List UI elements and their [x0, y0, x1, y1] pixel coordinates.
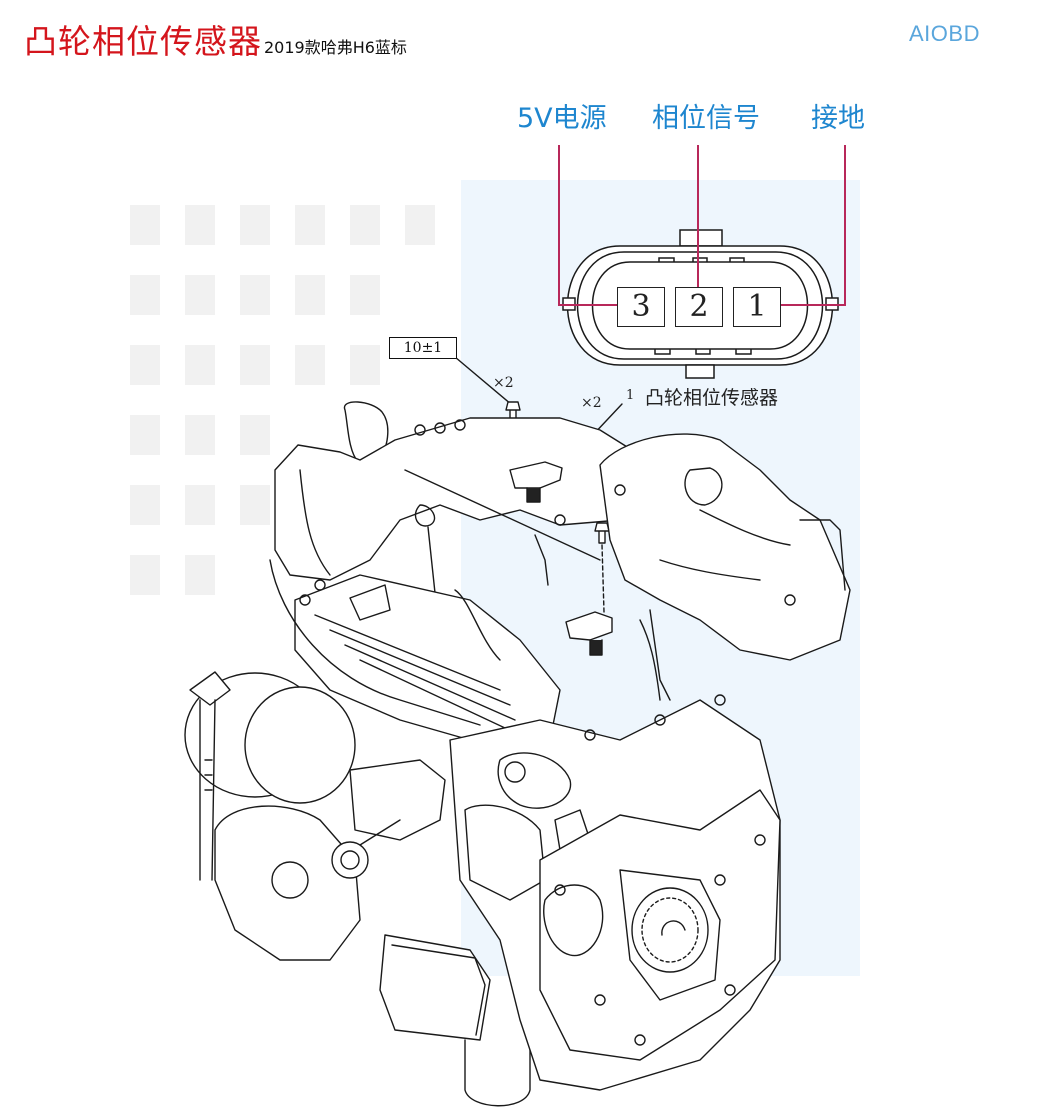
- title-row: 凸轮相位传感器 2019款哈弗H6蓝标: [24, 22, 407, 62]
- callout-number: 1: [626, 388, 635, 403]
- connector-pin-2: 2: [675, 287, 723, 327]
- page-title: 凸轮相位传感器: [24, 22, 262, 61]
- bolt-quantity-label: ×2: [493, 375, 514, 391]
- pin1-ground-label: 接地: [811, 103, 865, 134]
- pin3-5v-power-label: 5V电源: [517, 103, 607, 134]
- brand-watermark: AIOBD: [909, 21, 980, 46]
- engine-assembly: [184, 356, 851, 1107]
- vehicle-model-subtitle: 2019款哈弗H6蓝标: [264, 38, 407, 57]
- connector-pin-3: 3: [617, 287, 665, 327]
- pin-leader-wires: [558, 145, 846, 306]
- torque-spec-box: 10±1: [389, 337, 457, 359]
- connector-pin-1: 1: [733, 287, 781, 327]
- pin2-phase-signal-label: 相位信号: [652, 103, 760, 134]
- callout-label-camshaft-sensor: 凸轮相位传感器: [645, 387, 779, 409]
- sensor-quantity-label: ×2: [581, 395, 602, 411]
- faint-text-watermark: [130, 205, 435, 595]
